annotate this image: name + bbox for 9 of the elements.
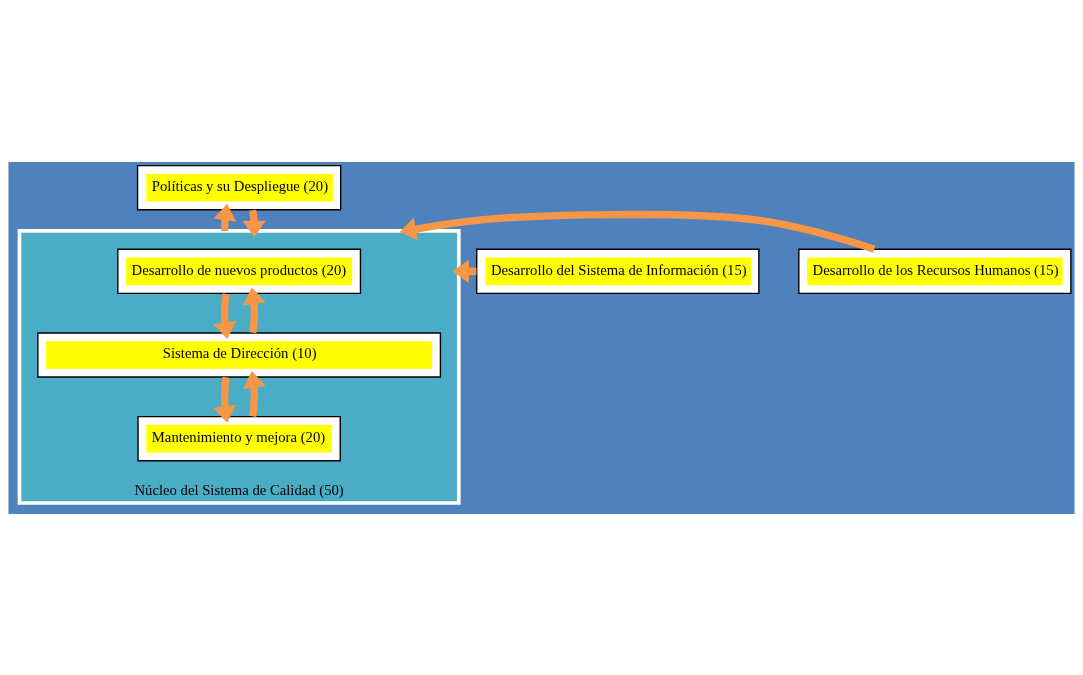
- arrow: [242, 286, 266, 333]
- node-box: Políticas y su Despliegue (20): [136, 164, 342, 210]
- node-box: Mantenimiento y mejora (20): [137, 415, 341, 461]
- arrow: [399, 210, 876, 253]
- node-box: Desarrollo de los Recursos Humanos (15): [798, 248, 1072, 294]
- arrow: [213, 376, 237, 423]
- node-box: Desarrollo de nuevos productos (20): [117, 248, 362, 294]
- node-box: Desarrollo del Sistema de Información (15): [476, 248, 760, 294]
- node-box: Sistema de Dirección (10): [37, 331, 442, 378]
